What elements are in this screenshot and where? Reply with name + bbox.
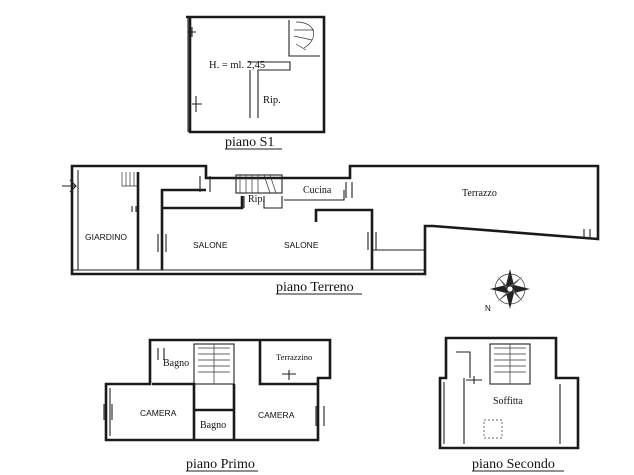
primo-window-bath [157,348,165,360]
primo-room-bedroom-right: CAMERA [258,410,295,420]
terreno-garden-steps [121,172,138,187]
primo-room-bath-top: Bagno [163,358,189,369]
s1-partition [248,61,291,118]
primo-title: piano Primo [186,457,255,472]
primo-room-bath-bottom: Bagno [200,420,226,431]
secondo-stair-steps [494,344,526,384]
terreno-window-left [157,234,167,252]
terreno-title: piano Terreno [276,280,354,295]
terreno-stair-steps [239,174,277,194]
terreno-room-storage: Rip. [248,194,265,205]
terreno-stair-block [235,174,283,194]
primo-room-bedroom-left: CAMERA [140,408,177,418]
s1-door [192,96,202,112]
terreno-room-living-left: SALONE [193,240,228,250]
primo-door-terrace [282,370,296,380]
s1-height-note: H. = ml. 2,45 [209,60,265,71]
terreno-door-garden [131,206,137,212]
primo-window-left [103,404,113,420]
s1-stair-block [288,20,320,57]
compass-center [506,285,514,293]
secondo-room-attic: Soffitta [493,396,523,407]
s1-room-storage: Rip. [263,95,281,106]
terreno-room-living-right: SALONE [284,240,319,250]
terreno-window-kitchen [345,182,353,198]
terreno-room-terrace: Terrazzo [462,188,497,199]
terreno-kitchen-wall [284,190,345,201]
primo-stair-steps [198,344,230,384]
terreno-room-kitchen: Cucina [303,185,332,196]
s1-title: piano S1 [225,135,274,150]
s1-outline [186,15,326,134]
s1-window [188,27,196,37]
primo-outline [104,338,332,442]
secondo-inner-lines [463,378,561,444]
floor-terreno: GIARDINO SALONE SALONE Rip. Cucina Terra… [62,164,600,295]
secondo-title: piano Secondo [472,457,555,472]
s1-spiral-stair [293,21,314,51]
terreno-outline [70,164,600,276]
terreno-window-right [367,232,377,250]
floor-s1: H. = ml. 2,45 Rip. piano S1 [186,15,326,150]
secondo-skylight [483,419,503,439]
secondo-door [466,376,482,384]
terreno-window-top [199,176,211,192]
terreno-storage-walls [243,196,283,209]
terreno-terrace-door [583,229,591,239]
floor-primo: Bagno Terrazzino CAMERA Bagno CAMERA pia… [103,338,332,472]
primo-window-right [315,406,325,426]
terreno-living-wall [160,188,244,270]
compass-rose: N [485,269,530,313]
compass-north-letter: N [485,304,491,313]
primo-room-terrace-small: Terrazzino [276,352,312,362]
terreno-living-wall-right [314,208,374,270]
secondo-partition [456,351,471,378]
terreno-entrance-arrow [62,179,77,193]
primo-terrace-walls [258,340,318,386]
primo-partitions [152,382,236,440]
floor-secondo: Soffitta piano Secondo [438,336,580,472]
terreno-room-garden: GIARDINO [85,232,127,242]
secondo-outline [438,336,580,450]
